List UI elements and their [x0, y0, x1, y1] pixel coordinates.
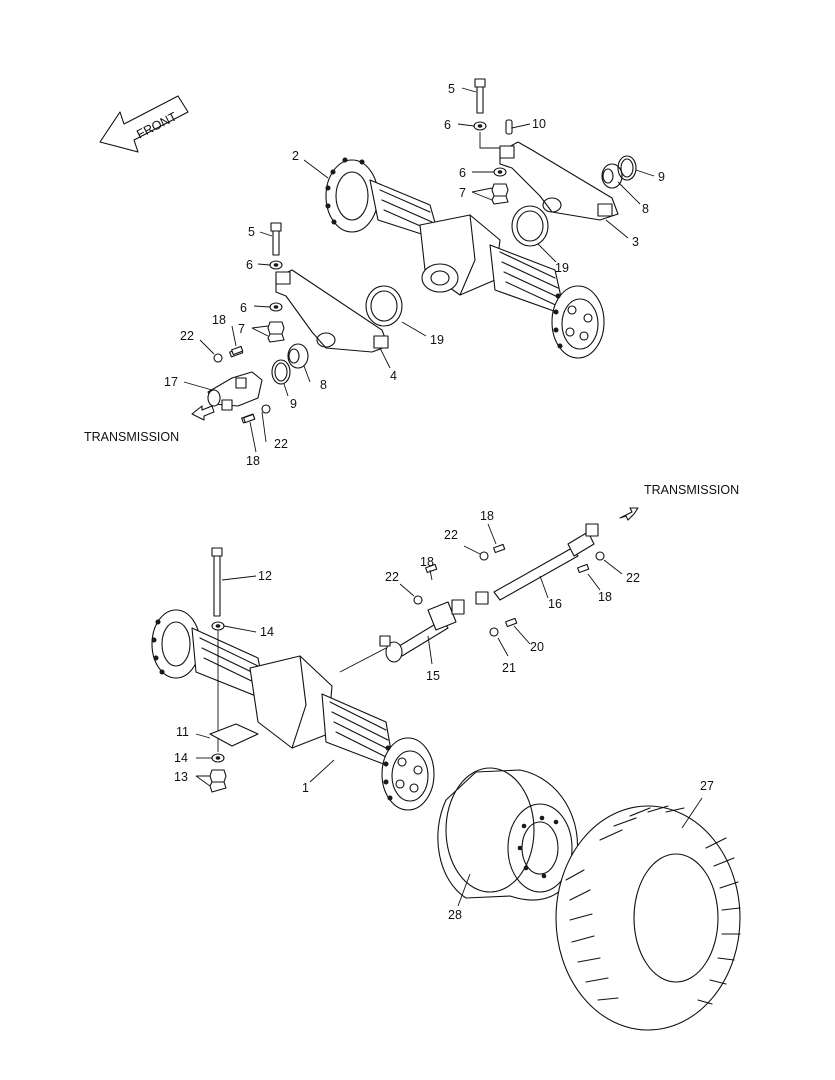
callout-6: 6 — [459, 166, 466, 180]
callout-5: 5 — [248, 225, 255, 239]
callout-13: 13 — [174, 770, 188, 784]
callout-6: 6 — [240, 301, 247, 315]
nuts-13 — [209, 769, 227, 793]
callout-18: 18 — [480, 509, 494, 523]
callout-8: 8 — [642, 202, 649, 216]
direction-arrow-lower — [619, 507, 639, 521]
wheel-rim-28 — [437, 767, 578, 901]
support-bracket-3 — [499, 141, 619, 221]
callout-10: 10 — [532, 117, 546, 131]
long-bolt-12 — [211, 547, 223, 617]
callout-14: 14 — [174, 751, 188, 765]
callout-16: 16 — [548, 597, 562, 611]
transmission-label-upper: TRANSMISSION — [84, 430, 179, 444]
callout-18: 18 — [420, 555, 434, 569]
callout-20: 20 — [530, 640, 544, 654]
callout-4: 4 — [390, 369, 397, 383]
callout-19: 19 — [430, 333, 444, 347]
callout-6: 6 — [444, 118, 451, 132]
callout-27: 27 — [700, 779, 714, 793]
plate-11 — [209, 723, 259, 747]
callout-numbers: 5 6 10 2 6 9 7 8 5 3 6 19 6 18 7 22 19 4… — [164, 82, 714, 922]
callout-14: 14 — [260, 625, 274, 639]
callout-1: 1 — [302, 781, 309, 795]
tire-27 — [555, 805, 741, 1031]
bolt-5-lower — [270, 222, 282, 256]
drive-shaft-16 — [475, 523, 599, 605]
nuts-7 — [267, 183, 509, 343]
bolt-5-upper — [474, 78, 486, 114]
callout-18: 18 — [246, 454, 260, 468]
leader-lines — [183, 87, 703, 907]
support-bracket-4 — [275, 269, 389, 353]
callout-22: 22 — [444, 528, 458, 542]
callout-7: 7 — [459, 186, 466, 200]
callout-7: 7 — [238, 322, 245, 336]
yoke-17 — [207, 347, 271, 424]
callout-3: 3 — [632, 235, 639, 249]
direction-arrow-upper — [191, 405, 215, 421]
callout-22: 22 — [626, 571, 640, 585]
callout-11: 11 — [176, 725, 189, 739]
callout-22: 22 — [274, 437, 288, 451]
callout-8: 8 — [320, 378, 327, 392]
callout-18: 18 — [598, 590, 612, 604]
callout-12: 12 — [258, 569, 272, 583]
callout-5: 5 — [448, 82, 455, 96]
callout-9: 9 — [658, 170, 665, 184]
callout-6: 6 — [246, 258, 253, 272]
callout-22: 22 — [385, 570, 399, 584]
pin-10 — [505, 119, 513, 135]
callout-15: 15 — [426, 669, 440, 683]
thrust-washer-19 — [365, 205, 549, 327]
callout-22: 22 — [180, 329, 194, 343]
callout-17: 17 — [164, 375, 178, 389]
callout-9: 9 — [290, 397, 297, 411]
o-ring-9 — [271, 155, 637, 385]
rear-axle-assembly — [151, 609, 435, 811]
callout-28: 28 — [448, 908, 462, 922]
callout-19: 19 — [555, 261, 569, 275]
bushing-8 — [287, 163, 623, 369]
callout-21: 21 — [502, 661, 516, 675]
front-axle-assembly — [325, 157, 605, 359]
small-bolts-18-20 — [231, 345, 590, 628]
drive-shaft-15 — [379, 599, 465, 663]
callout-18: 18 — [212, 313, 226, 327]
washers-6 — [269, 121, 507, 312]
small-washers-21-22 — [413, 551, 605, 637]
transmission-label-lower: TRANSMISSION — [644, 483, 739, 497]
callout-2: 2 — [292, 149, 299, 163]
front-arrow: FRONT — [99, 95, 189, 153]
